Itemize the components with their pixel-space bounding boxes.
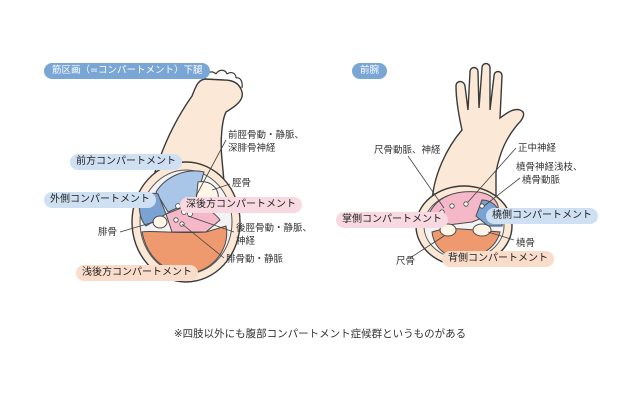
pill-radial-compartment: 橈側コンパートメント xyxy=(486,208,598,224)
label-ulna: 尺骨 xyxy=(396,256,416,267)
hand-silhouette xyxy=(431,62,525,207)
ulna-shape xyxy=(439,223,457,237)
superficial-posterior-compartment-shape xyxy=(141,225,228,274)
pill-anterior-compartment: 前方コンパートメント xyxy=(70,154,182,170)
label-posterior-tibial-nerve: 神経 xyxy=(236,236,256,247)
pill-superficial-posterior-compartment: 浅後方コンパートメント xyxy=(76,265,198,281)
label-median-nerve: 正中神経 xyxy=(518,143,557,154)
label-radius: 橈骨 xyxy=(516,238,536,249)
pill-lateral-compartment: 外側コンパートメント xyxy=(44,192,156,208)
label-fibula: 腓骨 xyxy=(98,227,118,238)
label-deep-peroneal-nerve: 深腓骨神経 xyxy=(228,143,276,154)
pill-palmar-compartment: 掌側コンパートメント xyxy=(336,212,448,228)
leg-leader-lines xyxy=(119,139,235,259)
arm-header: 前腕 xyxy=(352,63,388,79)
arm-leader-lines xyxy=(407,147,521,259)
arm-illustration xyxy=(407,62,525,267)
label-posterior-tibial-vessels: 後脛骨動・静脈、 xyxy=(236,223,313,234)
leg-illustration xyxy=(119,69,243,283)
pill-deep-posterior-compartment: 深後方コンパートメント xyxy=(180,197,302,213)
label-anterior-tibial-vessels: 前脛骨動・静脈、 xyxy=(228,130,305,141)
label-radial-artery: 橈骨動脈 xyxy=(522,175,561,186)
label-peroneal-vessels: 腓骨動・静脈 xyxy=(226,254,284,265)
label-radial-nerve-superficial: 橈骨神経浅枝、 xyxy=(516,162,583,173)
leg-header: 筋区画（=コンパートメント）下腿 xyxy=(44,63,211,79)
fibula-shape xyxy=(152,215,168,229)
pill-dorsal-compartment: 背側コンパートメント xyxy=(442,251,554,267)
label-tibia: 脛骨 xyxy=(232,178,252,189)
footnote: ※四肢以外にも腹部コンパートメント症候群というものがある xyxy=(173,328,467,340)
radius-shape xyxy=(472,223,492,237)
label-ulnar-vessels-nerve: 尺骨動脈、神経 xyxy=(374,145,441,156)
